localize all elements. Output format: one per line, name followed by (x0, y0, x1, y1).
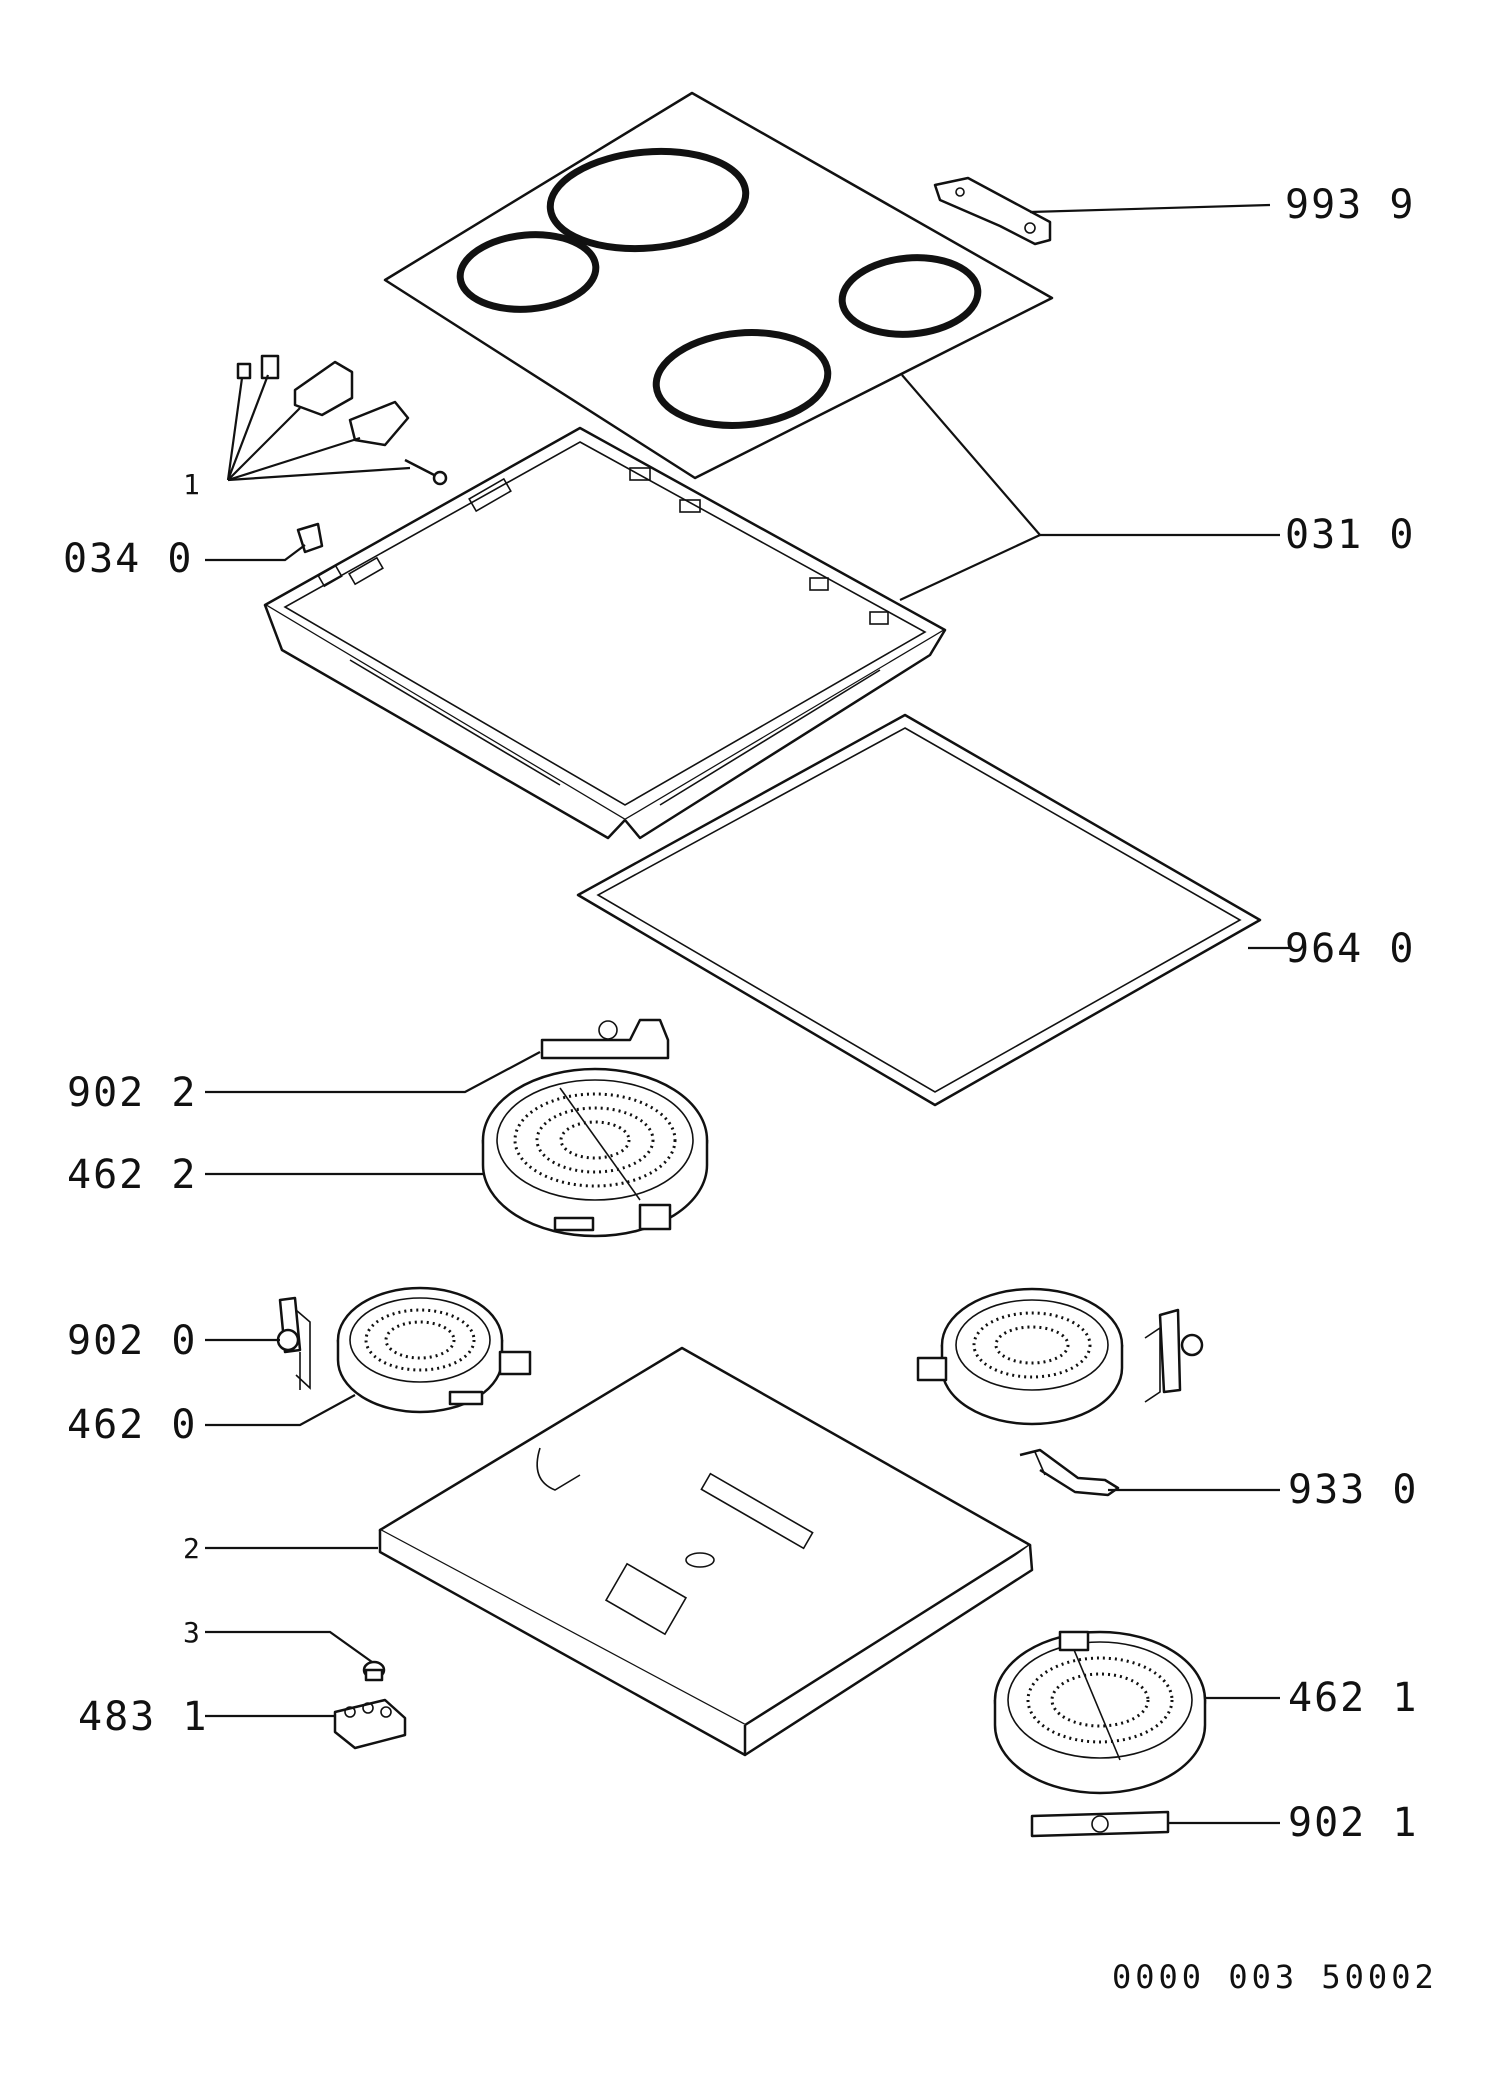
label-1: 1 (183, 468, 200, 501)
label-933-0: 933 0 (1288, 1467, 1418, 1513)
label-902-2: 902 2 (67, 1070, 197, 1116)
label-483-1: 483 1 (78, 1694, 208, 1740)
label-034-0: 034 0 (63, 536, 193, 582)
label-902-0: 902 0 (67, 1318, 197, 1364)
terminal-block (333, 1698, 407, 1750)
label-462-2: 462 2 (67, 1152, 197, 1198)
part-993-9 (933, 176, 1052, 246)
bracket-902-2 (540, 1018, 670, 1060)
label-993-9: 993 9 (1285, 182, 1415, 228)
leader-lines (205, 203, 1290, 1825)
hob-frame (263, 426, 947, 840)
glass-ceramic-top (383, 91, 1054, 480)
radiant-heater-462-0 (336, 1286, 532, 1414)
seal-gasket (576, 713, 1262, 1107)
label-462-0: 462 0 (67, 1402, 197, 1448)
radiant-heater-462-2 (481, 1067, 709, 1238)
label-902-1: 902 1 (1288, 1800, 1418, 1846)
bracket-902-0 (276, 1296, 311, 1390)
bracket-902-1 (1030, 1810, 1170, 1838)
label-2: 2 (183, 1532, 200, 1565)
label-462-1: 462 1 (1288, 1675, 1418, 1721)
document-number: 0000 003 50002 (1112, 1958, 1438, 1996)
bracket-right (1144, 1308, 1204, 1403)
part-933-0 (1019, 1448, 1120, 1497)
cap-part-3 (362, 1660, 386, 1682)
label-031-0: 031 0 (1285, 512, 1415, 558)
clip-parts-group (236, 354, 448, 486)
radiant-heater-462-1 (993, 1630, 1207, 1795)
bottom-tray (378, 1346, 1034, 1757)
radiant-heater-right (916, 1287, 1124, 1426)
label-3: 3 (183, 1616, 200, 1649)
label-964-0: 964 0 (1285, 926, 1415, 972)
